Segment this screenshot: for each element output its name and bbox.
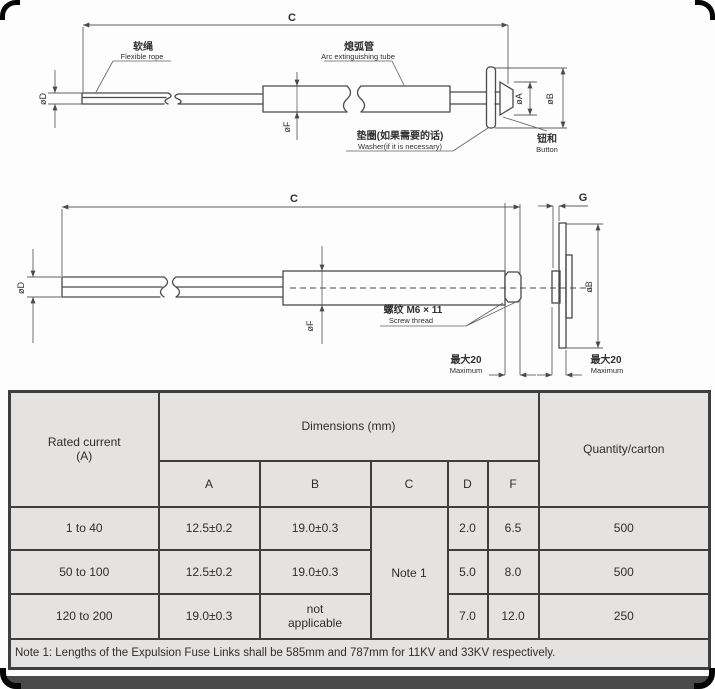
dim-label-f-mid: øF	[305, 320, 315, 331]
dim-label-g-mid: G	[579, 192, 588, 204]
header-col-b: B	[258, 459, 372, 508]
cell-c-merged: Note 1	[369, 505, 449, 640]
table-row: 120 to 200 19.0±0.3 not applicable 7.0 1…	[8, 592, 711, 640]
cell-d-2: 5.0	[446, 548, 489, 595]
cell-current-2: 50 to 100	[8, 548, 160, 595]
frame-corner-top-right	[695, 0, 715, 20]
frame-corner-bottom-left	[0, 668, 21, 689]
cell-f-1: 6.5	[486, 505, 540, 551]
max20-thread-label-en: Maximum	[450, 366, 483, 375]
header-col-c: C	[369, 459, 449, 508]
bottom-frame-bar	[3, 676, 712, 689]
max20-thread-label-cn: 最大20	[450, 353, 482, 366]
dim-label-b-top: øB	[545, 93, 555, 105]
washer-label-cn: 垫圈(如果需要的话)	[357, 129, 444, 142]
header-col-d: D	[446, 459, 489, 508]
washer-part	[485, 66, 497, 129]
dim-label-d-mid: øD	[16, 282, 26, 294]
header-quantity: Quantity/carton	[537, 390, 711, 508]
dim-label-d-top: øD	[38, 93, 48, 105]
button-label-cn: 钮和	[536, 132, 557, 145]
dim-label-f-top: øF	[282, 121, 292, 132]
cell-b-1: 19.0±0.3	[258, 505, 372, 551]
frame-corner-bottom-right	[694, 668, 715, 689]
dimensions-table: Rated current (A) Dimensions (mm) Quanti…	[8, 390, 712, 670]
max20-button-label-en: Maximum	[591, 366, 624, 375]
cell-a-2: 12.5±0.2	[157, 548, 261, 595]
cell-b-3: not applicable	[258, 592, 372, 640]
cell-qty-1: 500	[537, 505, 711, 551]
drawing-top-fuse-link: C øD øF øA øB 软绳 Flexible rope 熄弧管 Arc e…	[38, 12, 567, 154]
dim-label-c-mid: C	[290, 193, 298, 205]
button-label-en: Button	[536, 145, 558, 154]
cell-f-2: 8.0	[486, 548, 540, 595]
table-header-row-2: A B C D F	[10, 459, 710, 508]
drawing-middle-fuse-link: C G øD øF øB 螺纹 M6 × 11 Screw thread 最大2…	[16, 192, 624, 378]
cell-d-3: 7.0	[446, 592, 489, 640]
cell-current-1: 1 to 40	[8, 505, 160, 551]
cell-a-3: 19.0±0.3	[157, 592, 261, 640]
cell-d-1: 2.0	[446, 505, 489, 551]
table-header-row-1: Rated current (A) Dimensions (mm) Quanti…	[8, 390, 711, 508]
table-row: 50 to 100 12.5±0.2 19.0±0.3 5.0 8.0 500	[8, 548, 711, 595]
button-part	[499, 80, 514, 117]
header-col-f: F	[486, 459, 540, 508]
screw-thread-label-en: Screw thread	[389, 316, 433, 325]
washer-label-en: Washer(if it is necessary)	[358, 142, 442, 151]
arc-tube-label-cn: 熄弧管	[344, 40, 374, 53]
table-note-row: Note 1: Lengths of the Expulsion Fuse Li…	[8, 637, 711, 670]
table-note: Note 1: Lengths of the Expulsion Fuse Li…	[8, 637, 711, 670]
flexible-rope-label-cn: 软绳	[133, 40, 153, 53]
dim-label-b-mid: øB	[584, 281, 594, 293]
header-dimensions: Dimensions (mm)	[157, 390, 540, 462]
header-rated-current: Rated current (A)	[8, 390, 160, 508]
header-col-a: A	[157, 459, 261, 508]
cell-current-3: 120 to 200	[8, 592, 160, 640]
cell-b-2: 19.0±0.3	[258, 548, 372, 595]
flexible-rope-label-en: Flexible rope	[121, 52, 164, 61]
cell-qty-3: 250	[537, 592, 711, 640]
screw-thread-label-cn: 螺纹 M6 × 11	[384, 303, 443, 316]
arc-tube-label-en: Arc extinguishing tube	[321, 52, 395, 61]
max20-button-label-cn: 最大20	[590, 353, 622, 366]
screw-cap-part	[504, 271, 522, 303]
dim-label-a-top: øA	[514, 93, 524, 105]
table-row: 1 to 40 12.5±0.2 19.0±0.3 Note 1 2.0 6.5…	[8, 505, 711, 640]
frame-corner-top-left	[0, 0, 20, 20]
cell-f-3: 12.0	[486, 592, 540, 640]
fuse-link-technical-drawings: C øD øF øA øB 软绳 Flexible rope 熄弧管 Arc e…	[16, 12, 624, 378]
dim-label-c-top: C	[288, 12, 296, 24]
cell-a-1: 12.5±0.2	[157, 505, 261, 551]
cell-qty-2: 500	[537, 548, 711, 595]
